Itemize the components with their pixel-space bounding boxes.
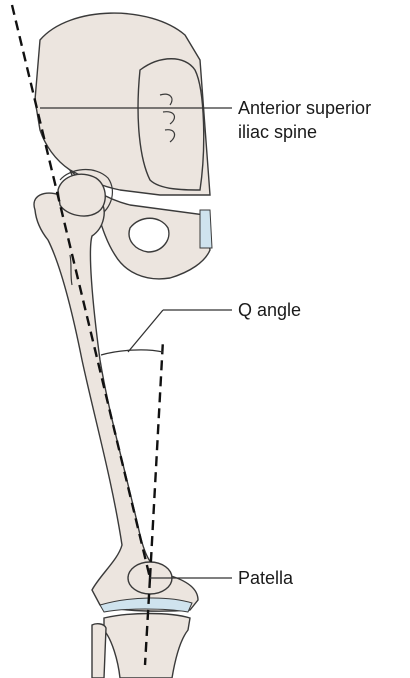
sacrum [138, 59, 204, 190]
pubic-cartilage [200, 210, 212, 248]
q-angle-label: Q angle [238, 300, 301, 320]
extended-tibial-line [150, 340, 163, 578]
q-angle-leader [128, 310, 163, 352]
patella-label: Patella [238, 568, 294, 588]
obturator-foramen [129, 218, 169, 252]
asis-label-line2: iliac spine [238, 122, 317, 142]
q-angle-arc [101, 350, 163, 355]
asis-label-line1: Anterior superior [238, 98, 371, 118]
femoral-head [58, 174, 105, 216]
tibia-fibula [92, 614, 190, 678]
fibula [92, 624, 106, 678]
